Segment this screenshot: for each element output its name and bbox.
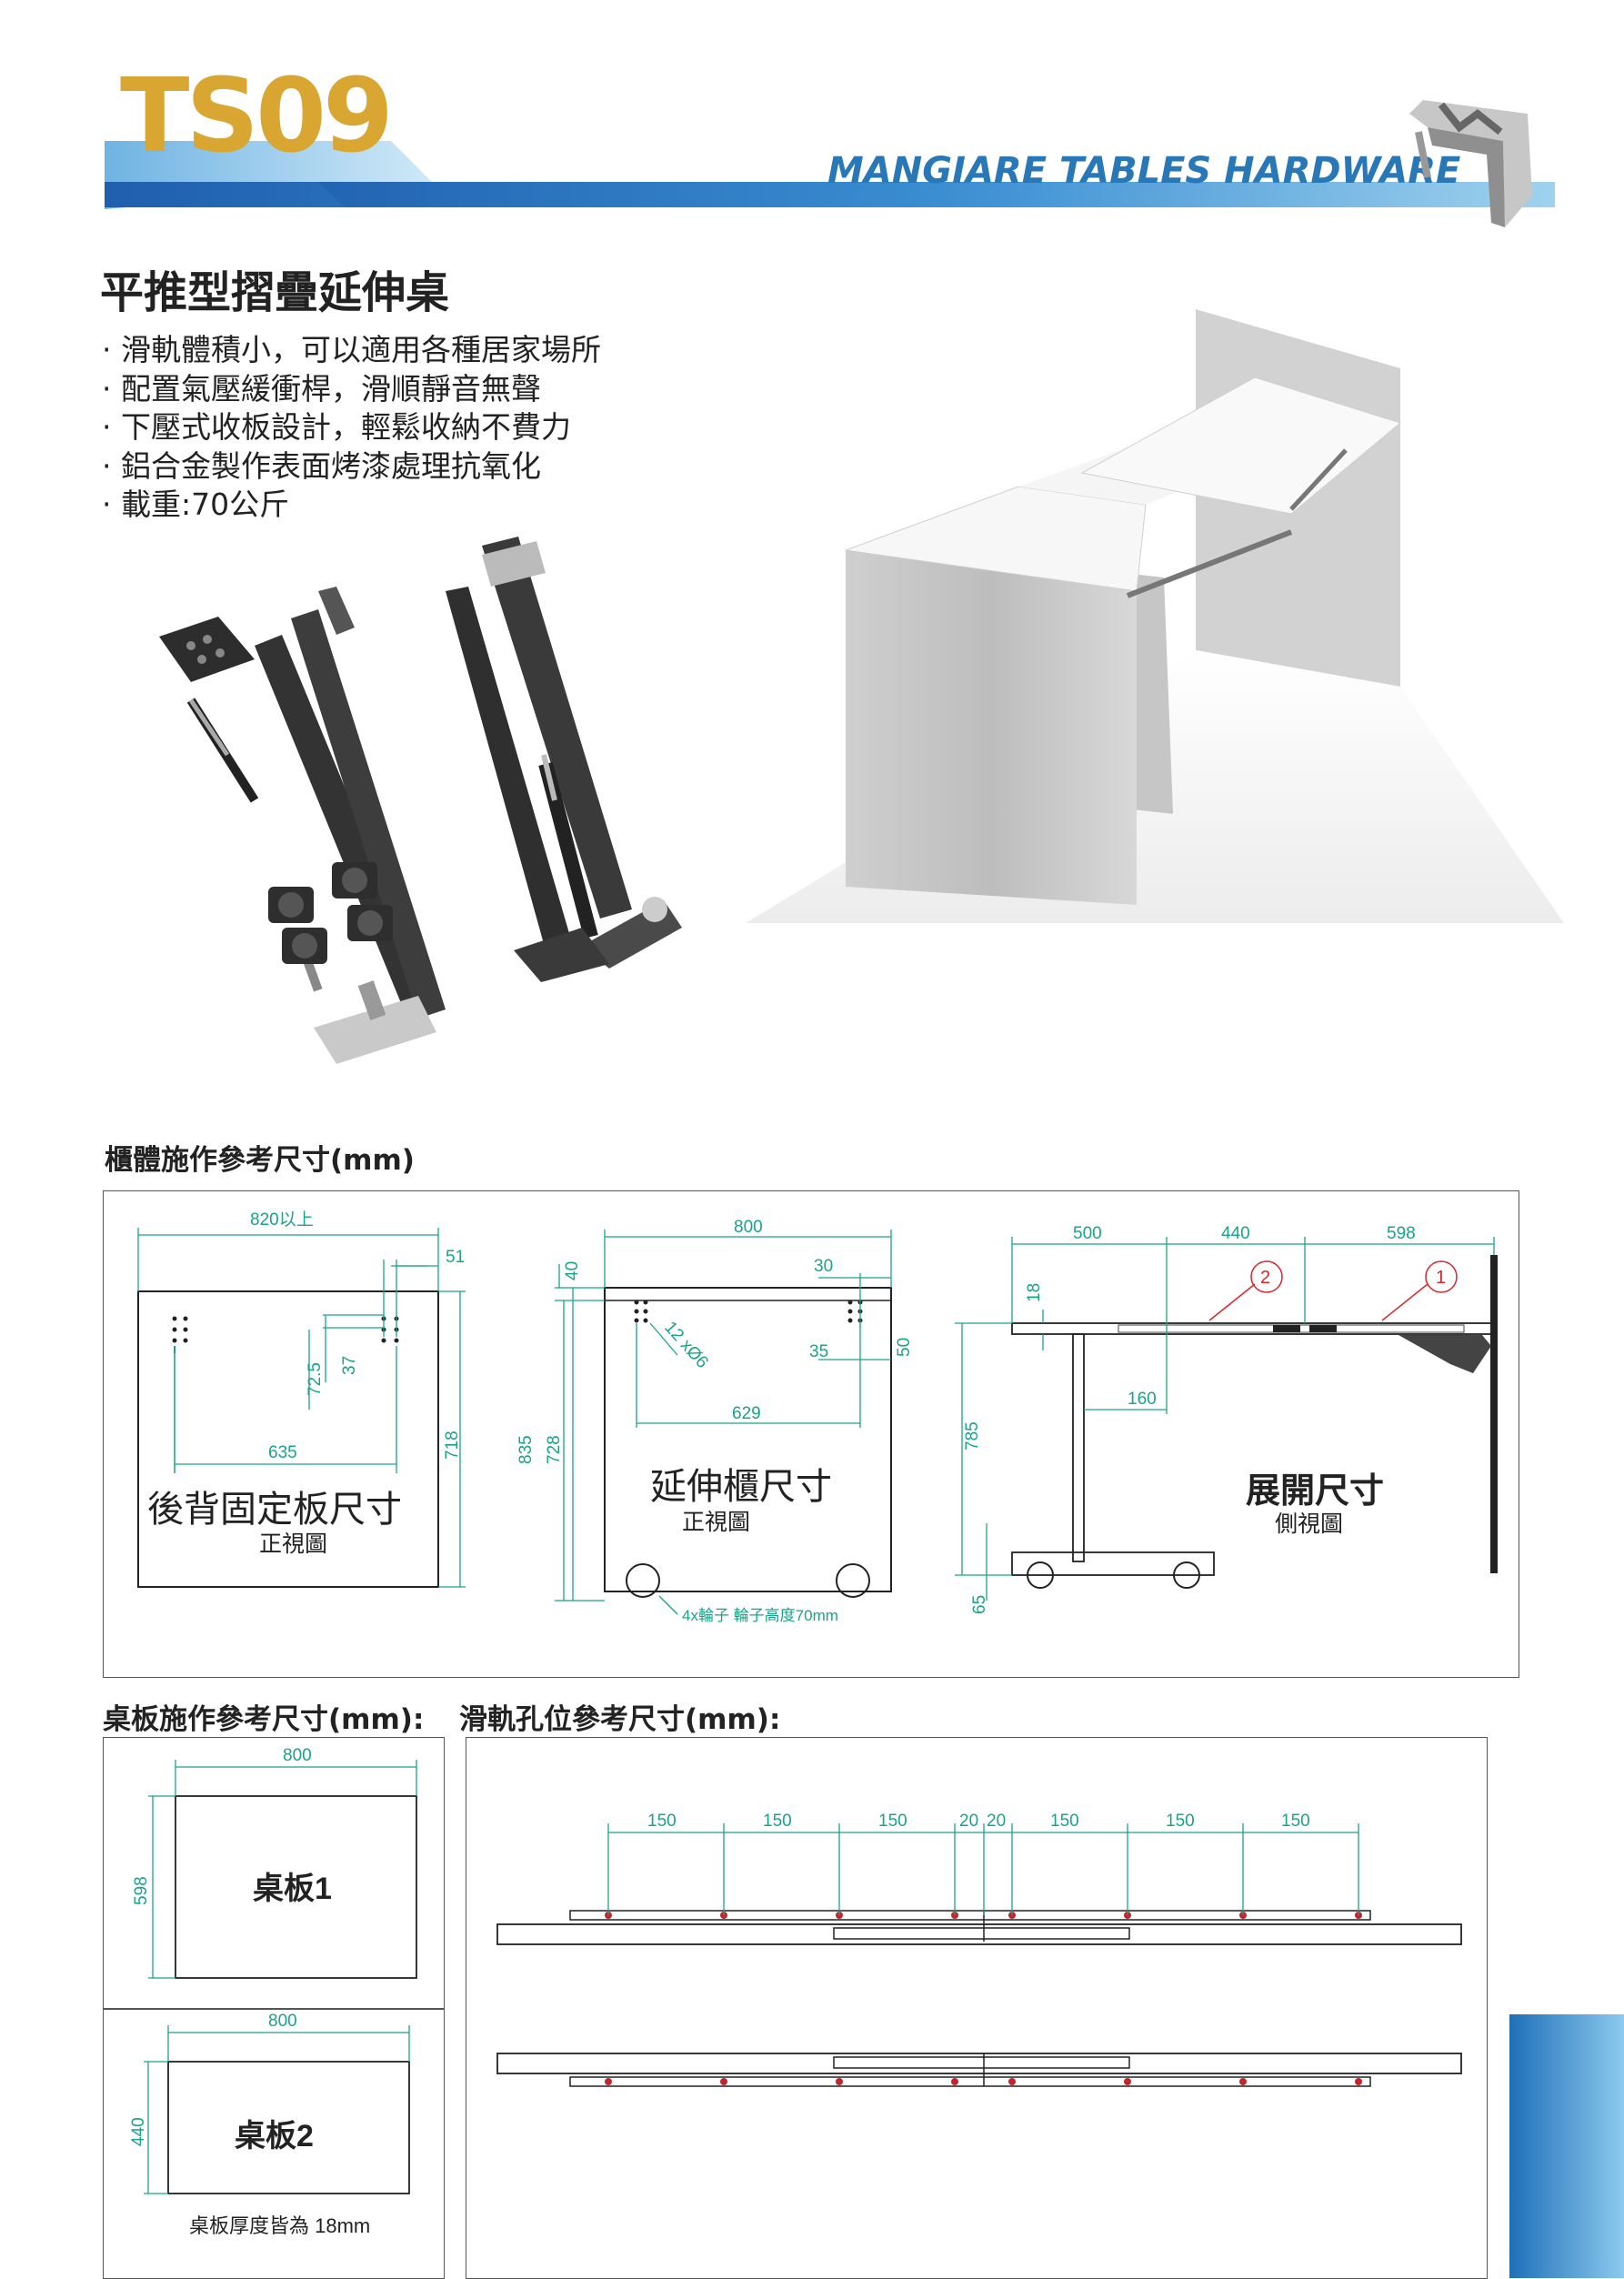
rail-spacing: 20 <box>959 1812 978 1831</box>
rail-spacing: 150 <box>1166 1812 1195 1831</box>
dim-835: 835 <box>516 1435 536 1464</box>
dim-500: 500 <box>1073 1224 1102 1243</box>
dim-holes: 12 xØ6 <box>660 1318 712 1372</box>
feature-item: · 鋁合金製作表面烤漆處理抗氧化 <box>102 447 541 484</box>
dim-635: 635 <box>268 1443 297 1462</box>
rail-hole-drawing: 150 150 150 20 20 150 150 150 <box>496 1812 1462 2087</box>
model-number: TS09 <box>120 57 394 176</box>
dim-785: 785 <box>963 1421 982 1451</box>
expanded-side-view-drawing: 2 1 500 440 598 18 160 785 65 展開尺寸 側視圖 <box>955 1224 1498 1614</box>
caster-note: 4x輪子 輪子高度70mm <box>682 1607 838 1624</box>
callout-2: 2 <box>1260 1268 1270 1288</box>
feature-item: · 配置氣壓緩衝桿，滑順靜音無聲 <box>102 370 541 407</box>
dim-35: 35 <box>809 1342 828 1361</box>
dim-40: 40 <box>563 1261 582 1280</box>
header-banner <box>105 141 1555 209</box>
dim-718: 718 <box>443 1431 462 1460</box>
back-panel-drawing: 820以上 51 37 72.5 635 718 後背固定板尺寸 正視圖 <box>137 1210 466 1588</box>
dim-598: 598 <box>1387 1224 1416 1243</box>
board1-height: 598 <box>132 1876 151 1905</box>
hardware-parts-photo <box>159 537 682 1064</box>
dim-820: 820以上 <box>250 1210 314 1230</box>
back-panel-title: 後背固定板尺寸 <box>147 1490 402 1530</box>
rail-spacing: 20 <box>987 1812 1006 1831</box>
feature-item: · 滑軌體積小，可以適用各種居家場所 <box>102 332 601 367</box>
dim-629: 629 <box>732 1404 761 1423</box>
extension-cabinet-title: 延伸櫃尺寸 <box>650 1467 832 1507</box>
rail-spacing: 150 <box>647 1812 677 1831</box>
board2-width: 800 <box>268 2012 297 2031</box>
feature-item: · 載重:70公斤 <box>102 487 290 522</box>
dim-50: 50 <box>895 1338 909 1357</box>
board1-width: 800 <box>283 1746 312 1765</box>
dim-18: 18 <box>1025 1283 1044 1302</box>
dim-800: 800 <box>734 1218 763 1237</box>
back-panel-subtitle: 正視圖 <box>259 1531 327 1557</box>
dim-72-5: 72.5 <box>306 1362 325 1396</box>
extension-cabinet-subtitle: 正視圖 <box>682 1510 750 1535</box>
dim-728: 728 <box>545 1435 564 1464</box>
dim-37: 37 <box>340 1356 359 1375</box>
extension-cabinet-drawing: 800 30 40 50 35 629 835 728 12 xØ6 延伸櫃尺寸… <box>516 1218 909 1624</box>
brand-logo-icon <box>1409 100 1532 227</box>
tabletop-section-title: 桌板施作參考尺寸(mm): <box>103 1703 425 1736</box>
brand-name: MANGIARE TABLES HARDWARE <box>827 150 1461 192</box>
product-title: 平推型摺疊延伸桌 <box>100 267 450 318</box>
board2-height: 440 <box>129 2117 148 2146</box>
rail-spacing: 150 <box>1281 1812 1310 1831</box>
rail-spacing: 150 <box>763 1812 792 1831</box>
cabinet-drawing-frame <box>103 1190 1519 1678</box>
feature-list: · 滑軌體積小，可以適用各種居家場所 · 配置氣壓緩衝桿，滑順靜音無聲 · 下壓… <box>102 331 601 525</box>
callout-1: 1 <box>1436 1268 1446 1288</box>
dim-160: 160 <box>1128 1390 1157 1409</box>
table-render-photo <box>746 305 1564 923</box>
dim-65: 65 <box>970 1595 989 1614</box>
feature-item: · 下壓式收板設計，輕鬆收納不費力 <box>102 409 571 445</box>
dim-51: 51 <box>446 1248 465 1267</box>
cabinet-section-title: 櫃體施作參考尺寸(mm) <box>105 1144 415 1177</box>
tabletop-drawings: 800 598 桌板1 800 440 桌板2 桌板厚度皆為 18mm <box>129 1746 417 2237</box>
expanded-title: 展開尺寸 <box>1246 1472 1384 1511</box>
dim-30: 30 <box>814 1257 833 1276</box>
expanded-subtitle: 側視圖 <box>1275 1511 1343 1537</box>
board-thickness-note: 桌板厚度皆為 18mm <box>189 2214 370 2237</box>
rail-spacing: 150 <box>1050 1812 1079 1831</box>
rail-section-title: 滑軌孔位參考尺寸(mm): <box>459 1703 781 1736</box>
tabletop-divider <box>103 2008 445 2010</box>
board2-label: 桌板2 <box>235 2119 314 2154</box>
dim-440: 440 <box>1221 1224 1250 1243</box>
board1-label: 桌板1 <box>253 1872 332 1906</box>
side-accent-bar <box>1509 2014 1624 2278</box>
rail-spacing: 150 <box>878 1812 907 1831</box>
